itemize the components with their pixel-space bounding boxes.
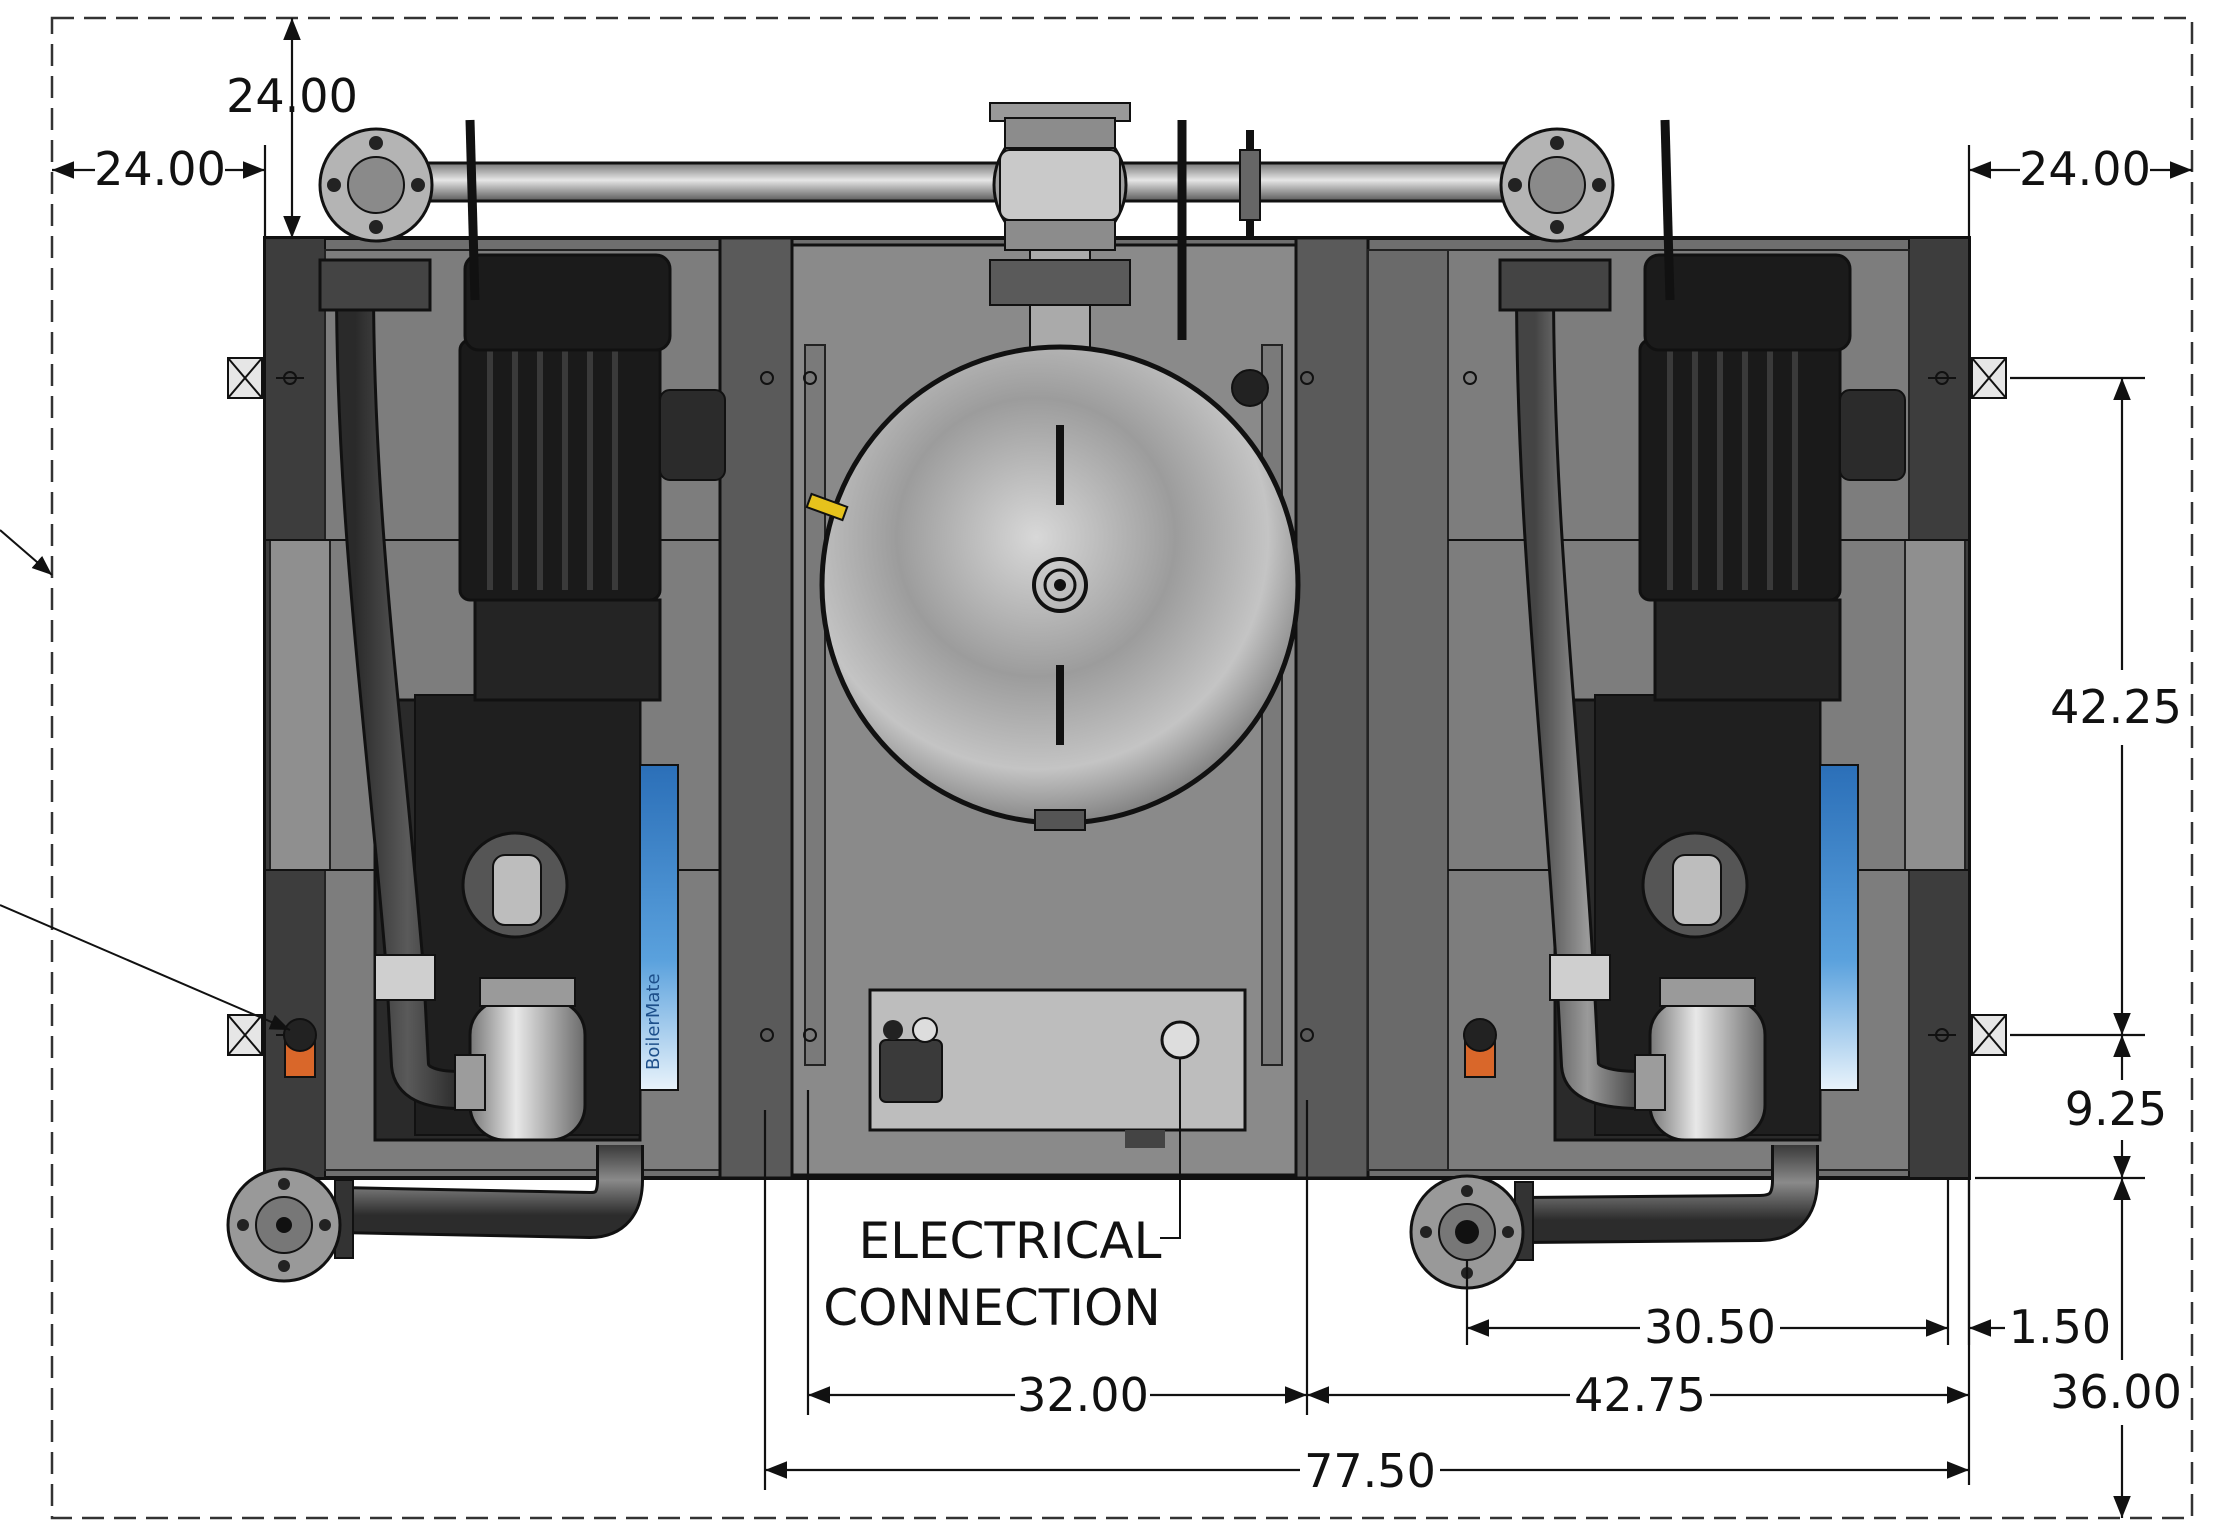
callout-electrical-line1: ELECTRICAL bbox=[859, 1212, 1162, 1270]
left-pump-unit: BoilerMate bbox=[283, 253, 726, 1142]
dim-right-offset: 1.50 bbox=[2009, 1300, 2111, 1354]
dim-outlet-spacing: 30.50 bbox=[1644, 1300, 1776, 1354]
dimension-lines bbox=[52, 17, 2192, 1518]
dim-mount-to-edge: 9.25 bbox=[2065, 1082, 2167, 1136]
leader-lines bbox=[0, 529, 1181, 1239]
dim-divider-to-edge: 42.75 bbox=[1574, 1368, 1706, 1422]
dim-top-clearance: 24.00 bbox=[226, 69, 358, 123]
right-pump-unit bbox=[1463, 253, 1906, 1142]
dim-left-clearance: 24.00 bbox=[94, 142, 226, 196]
left-outlet bbox=[226, 1145, 644, 1283]
dim-front-clearance: 36.00 bbox=[2050, 1365, 2182, 1419]
electrical-connection-point bbox=[1160, 1020, 1200, 1060]
top-manifold bbox=[318, 102, 1675, 351]
callout-electrical-line2: CONNECTION bbox=[823, 1279, 1161, 1337]
electrical-panel bbox=[868, 988, 1247, 1148]
center-tank bbox=[805, 344, 1301, 831]
dim-mount-spacing: 42.25 bbox=[2050, 680, 2182, 734]
dim-electrical-to-divider: 32.00 bbox=[1017, 1368, 1149, 1422]
right-pump-brand-label bbox=[1819, 764, 1859, 1091]
clearance-boundary bbox=[50, 16, 2194, 1520]
dim-right-clearance: 24.00 bbox=[2019, 142, 2151, 196]
left-pump-brand-label bbox=[639, 764, 679, 1091]
left-pump-brand-text: BoilerMate bbox=[643, 973, 664, 1070]
dim-overall-width: 77.50 bbox=[1304, 1444, 1436, 1498]
